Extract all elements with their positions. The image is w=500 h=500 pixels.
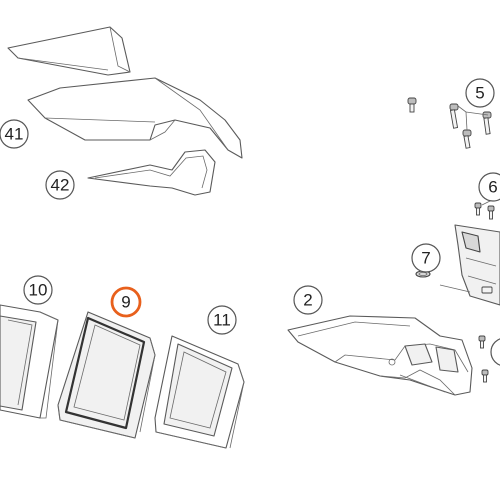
callout-7[interactable]: 7: [411, 243, 441, 273]
screw-5b: [449, 103, 459, 129]
callout-5[interactable]: 5: [465, 78, 495, 108]
callout-11[interactable]: 11: [207, 305, 237, 335]
part-2-housing[interactable]: [287, 315, 473, 396]
screw-set-6[interactable]: [474, 202, 495, 220]
callout-9[interactable]: 9: [110, 286, 142, 318]
part-6-bracket[interactable]: [439, 224, 500, 306]
part-42-gasket[interactable]: [87, 149, 216, 196]
part-41-cover-sheet[interactable]: [27, 77, 243, 159]
part-11-filter-cage[interactable]: [154, 335, 245, 449]
screw-5d: [462, 129, 472, 149]
part-41-upper-sheet[interactable]: [7, 26, 131, 76]
callout-42[interactable]: 42: [45, 170, 75, 200]
svg-text:11: 11: [213, 311, 231, 330]
callout-10[interactable]: 10: [23, 275, 53, 305]
svg-text:5: 5: [475, 84, 484, 103]
svg-text:42: 42: [51, 176, 70, 195]
screw-5a: [407, 97, 417, 113]
part-9-air-filter[interactable]: [57, 311, 156, 439]
svg-text:9: 9: [121, 293, 130, 312]
svg-text:7: 7: [421, 249, 430, 268]
screw-5c: [482, 111, 492, 135]
screw-set-lower-right[interactable]: [478, 335, 489, 383]
svg-text:41: 41: [5, 125, 24, 144]
svg-text:10: 10: [29, 281, 48, 300]
svg-text:2: 2: [303, 291, 312, 310]
callout-partial-right[interactable]: [490, 338, 500, 366]
callout-2[interactable]: 2: [293, 285, 323, 315]
part-10-filter-frame[interactable]: [0, 304, 59, 419]
svg-text:6: 6: [488, 178, 497, 197]
callout-41[interactable]: 41: [0, 119, 29, 149]
callout-6[interactable]: 6: [478, 172, 500, 202]
